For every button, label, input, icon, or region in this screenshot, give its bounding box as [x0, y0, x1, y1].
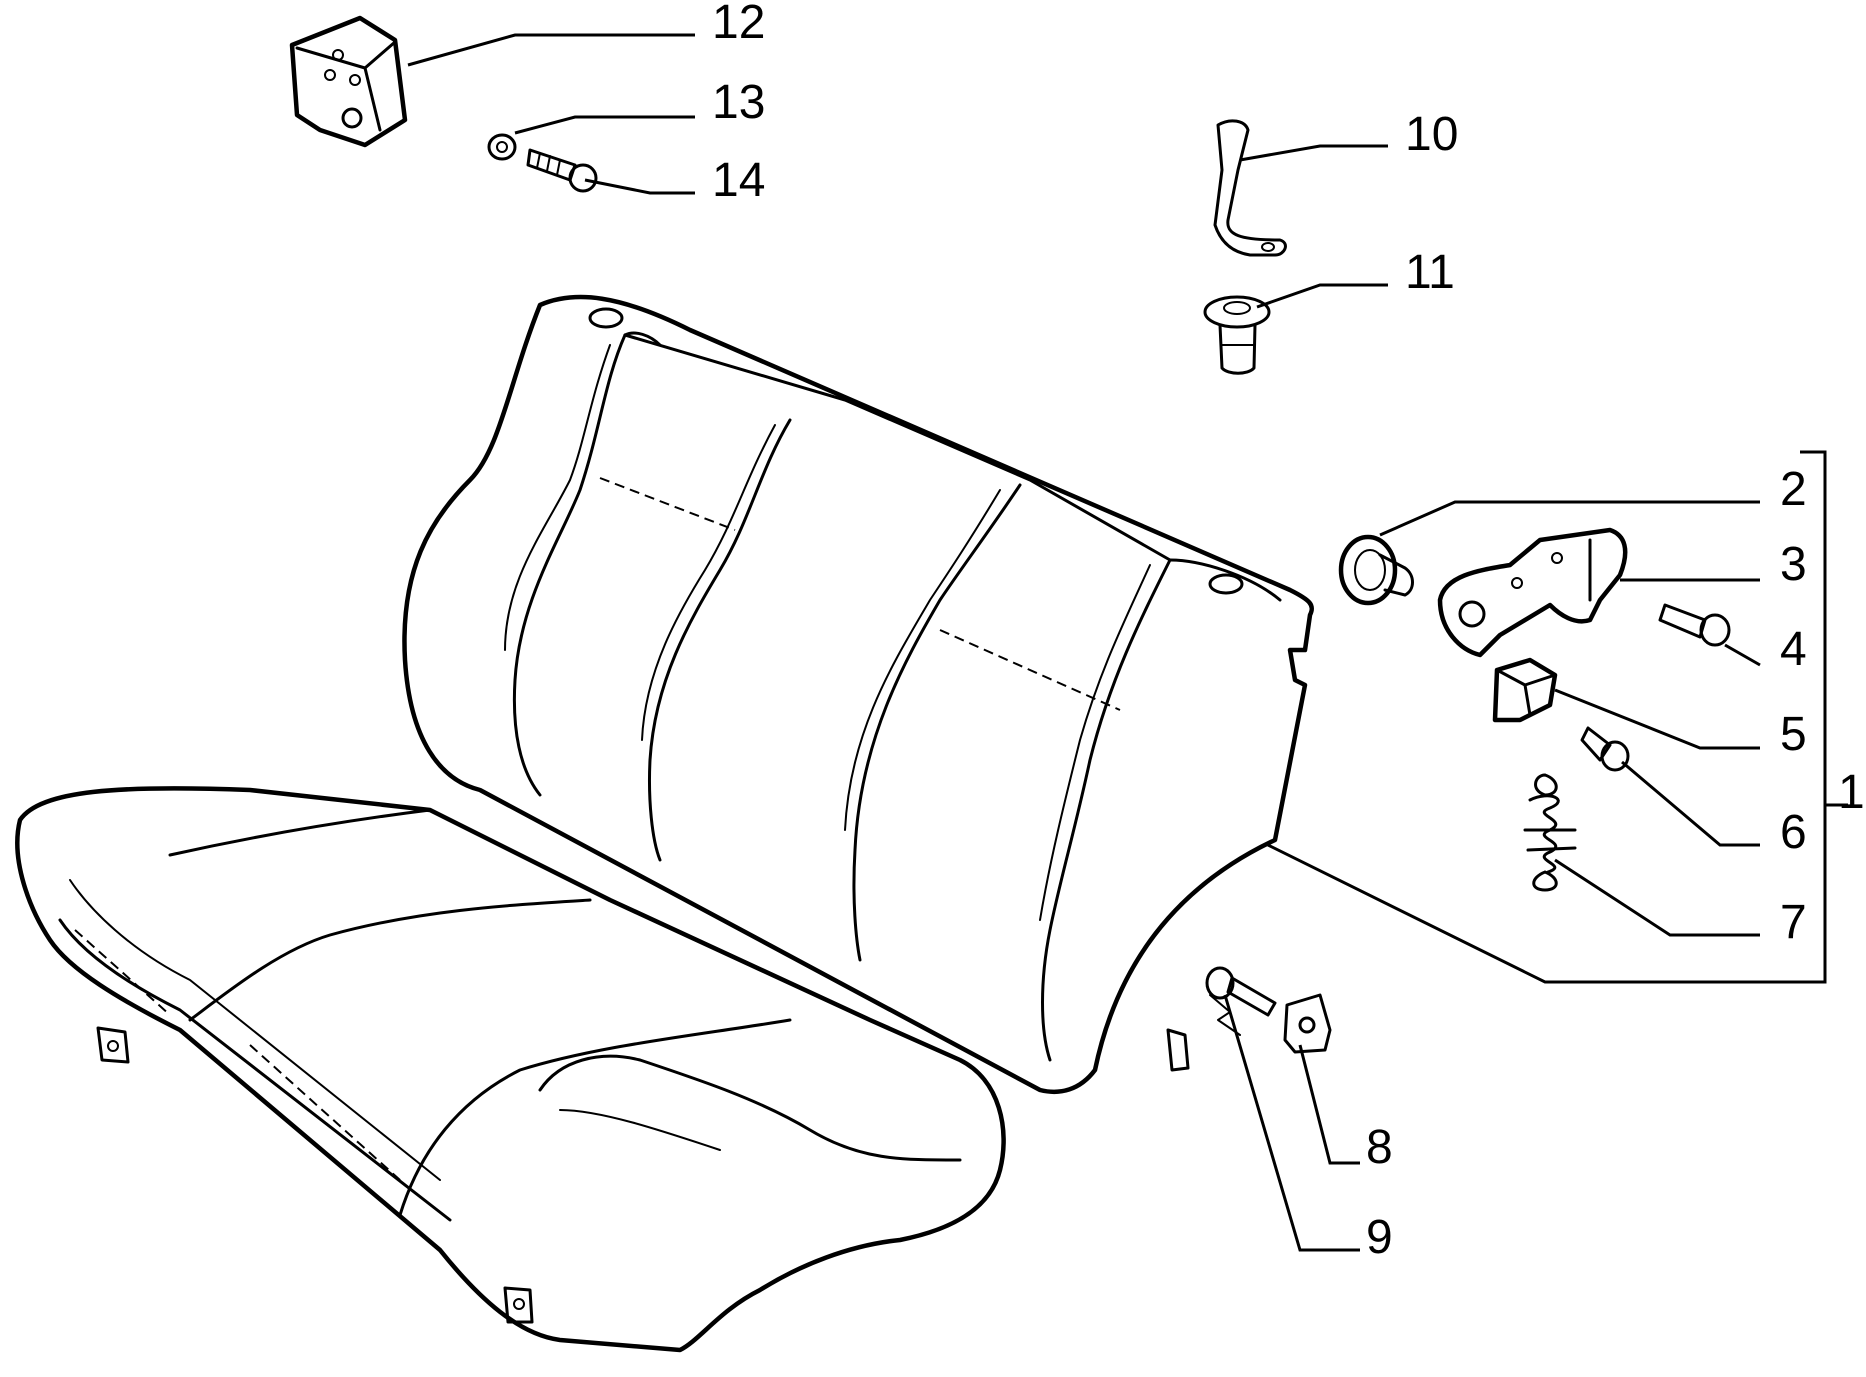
callout-5: 5: [1780, 708, 1807, 761]
part-9-bolt: [1205, 966, 1277, 1036]
part-14-bolt: [526, 148, 598, 193]
callout-7: 7: [1780, 896, 1807, 949]
callout-6: 6: [1780, 806, 1807, 859]
callout-2: 2: [1780, 463, 1807, 516]
part-2-bushing: [1338, 534, 1414, 606]
callout-13: 13: [712, 76, 765, 129]
part-10-release-lever: [1213, 119, 1287, 257]
callout-10: 10: [1405, 108, 1458, 161]
callout-12: 12: [712, 0, 765, 49]
callout-14: 14: [712, 154, 765, 207]
seat-cushion: [15, 786, 1006, 1353]
part-3-lever-plate: [1437, 527, 1628, 658]
callout-8: 8: [1366, 1121, 1393, 1174]
callout-labels: 12 13 14 10 11 2 3 4 5 6 7 1 8 9: [712, 0, 1865, 1264]
part-7-spring: [1523, 773, 1577, 892]
part-13-washer: [487, 133, 517, 161]
callout-9: 9: [1366, 1211, 1393, 1264]
part-8-bracket: [1283, 993, 1332, 1054]
callout-3: 3: [1780, 538, 1807, 591]
part-11-knob: [1203, 295, 1271, 375]
part-5-clip: [1492, 657, 1558, 723]
seat-backrest: [402, 294, 1315, 1095]
callout-1: 1: [1838, 766, 1865, 819]
part-4-pin: [1658, 603, 1731, 647]
leader-lines: [407, 33, 1848, 1252]
part-6-rivet: [1580, 726, 1630, 772]
callout-4: 4: [1780, 623, 1807, 676]
callout-11: 11: [1405, 246, 1455, 299]
part-12-hinge-bracket: [289, 15, 408, 148]
